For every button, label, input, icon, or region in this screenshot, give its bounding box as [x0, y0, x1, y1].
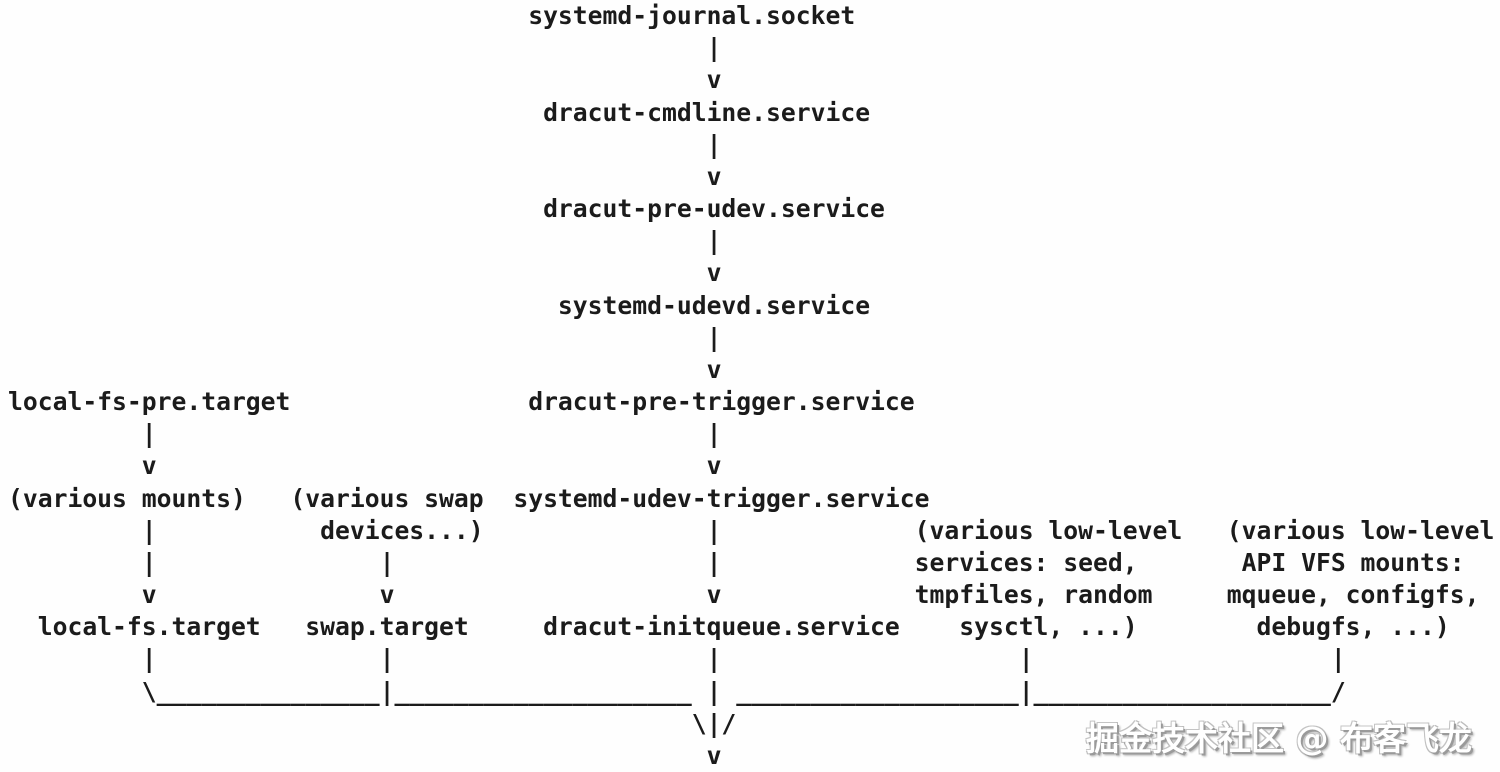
juejin-watermark: 掘金技术社区 @ 布客飞龙 — [1086, 719, 1472, 758]
